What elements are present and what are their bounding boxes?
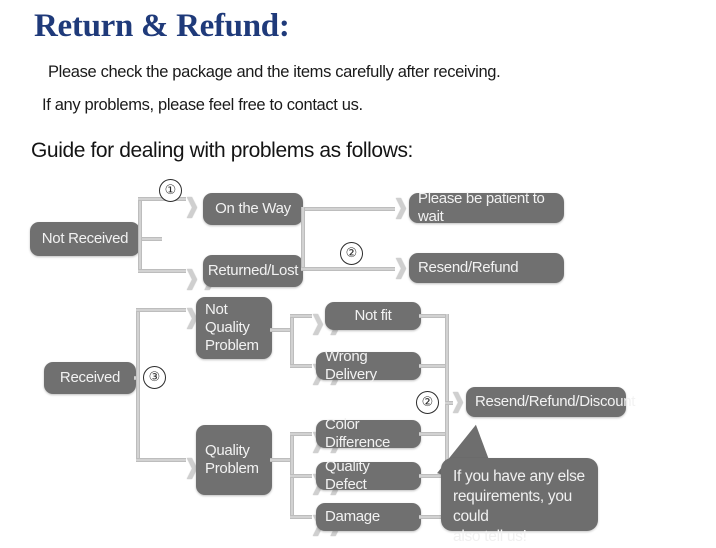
- connector-not-received-out: [138, 237, 162, 241]
- arrowhead-resend-refund-discount: ❱❱: [449, 391, 484, 412]
- marker-2-bottom: ②: [416, 391, 439, 414]
- arrowhead-on-the-way: ❱❱: [183, 194, 219, 218]
- node-please-be-patient[interactable]: Please be patient to wait: [409, 190, 564, 225]
- connector-nq-bus: [290, 314, 294, 366]
- node-not-fit[interactable]: Not fit: [325, 302, 421, 330]
- connector-on-the-way-out: [301, 207, 395, 211]
- marker-1: ①: [159, 179, 182, 202]
- page-title: Return & Refund:: [34, 8, 290, 44]
- node-returned-lost[interactable]: Returned/Lost: [203, 255, 303, 287]
- connector-q-to-color-difference: [290, 432, 312, 436]
- connector-nq-to-wrong-delivery: [290, 364, 312, 368]
- marker-3: ③: [143, 366, 166, 389]
- node-resend-refund[interactable]: Resend/Refund: [409, 253, 564, 283]
- node-color-difference[interactable]: Color Difference: [316, 416, 421, 451]
- marker-1-label: ①: [164, 183, 177, 198]
- node-not-quality-problem[interactable]: Not Quality Problem: [196, 297, 272, 359]
- connector-wrong-delivery-out: [419, 364, 447, 368]
- node-resend-refund-discount[interactable]: Resend/Refund/Discount: [466, 387, 635, 417]
- arrowhead-returned-lost: ❱❱: [183, 266, 219, 290]
- connector-not-fit-out: [419, 314, 447, 318]
- flowchart: Not Received ❱❱ ❱❱ ① On the Way Returned…: [0, 170, 716, 545]
- connector-q-to-damage: [290, 515, 312, 519]
- node-not-received[interactable]: Not Received: [30, 222, 140, 256]
- connector-collector-bus: [445, 314, 449, 517]
- arrowhead-not-fit: ❱❱: [309, 313, 344, 334]
- connector-returned-lost-riser: [301, 207, 305, 269]
- connector-to-returned-lost: [138, 269, 186, 273]
- arrowhead-resend-refund: ❱❱: [392, 257, 427, 278]
- connector-to-quality: [136, 458, 186, 462]
- intro-line-2: If any problems, please feel free to con…: [42, 96, 363, 114]
- node-quality-defect[interactable]: Quality Defect: [316, 458, 421, 493]
- connector-to-not-quality: [136, 308, 186, 312]
- node-damage[interactable]: Damage: [316, 503, 421, 531]
- node-wrong-delivery[interactable]: Wrong Delivery: [316, 348, 421, 383]
- arrowhead-please-wait: ❱❱: [392, 197, 427, 218]
- connector-received-bus: [136, 308, 140, 460]
- connector-nq-to-not-fit: [290, 314, 312, 318]
- connector-q-to-quality-defect: [290, 474, 312, 478]
- node-received[interactable]: Received: [44, 362, 136, 394]
- connector-q-out: [270, 458, 292, 462]
- node-on-the-way[interactable]: On the Way: [203, 193, 303, 225]
- marker-3-label: ③: [148, 370, 161, 385]
- connector-color-difference-out: [419, 432, 447, 436]
- connector-collector-out: [445, 401, 453, 405]
- marker-2-top-label: ②: [345, 246, 358, 261]
- node-quality-problem[interactable]: Quality Problem: [196, 425, 272, 495]
- callout-bubble: If you have any else requirements, you c…: [441, 458, 598, 545]
- connector-quality-defect-out: [419, 474, 447, 478]
- marker-2-top: ②: [340, 242, 363, 265]
- connector-nq-out: [270, 328, 292, 332]
- connector-damage-out: [419, 515, 447, 519]
- marker-2-bottom-label: ②: [421, 395, 434, 410]
- intro-line-1: Please check the package and the items c…: [48, 63, 501, 81]
- guide-heading: Guide for dealing with problems as follo…: [31, 139, 413, 162]
- connector-returned-lost-out: [301, 267, 395, 271]
- connector-not-received-bus: [138, 197, 142, 271]
